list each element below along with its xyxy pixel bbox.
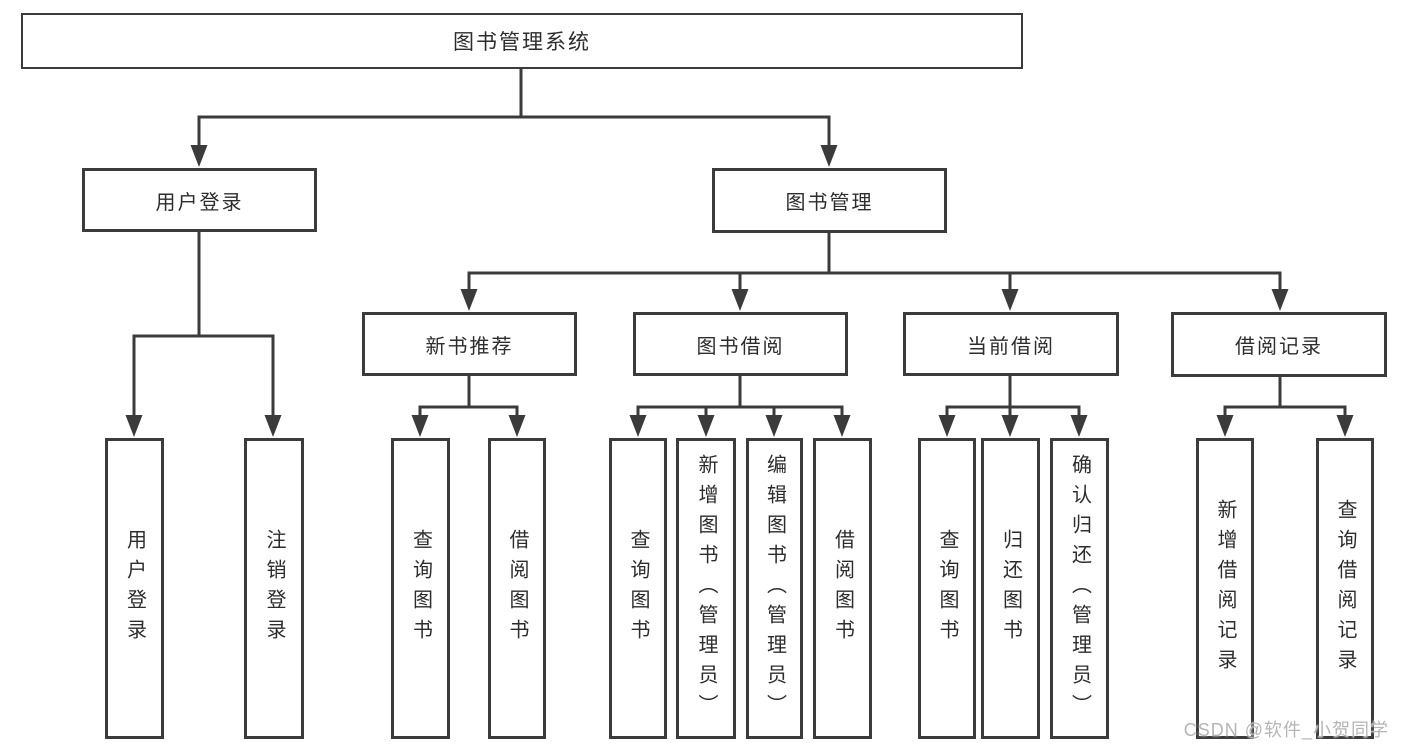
node-user-login: 用户登录 (82, 168, 317, 232)
node-borrow-records: 借阅记录 (1171, 312, 1387, 377)
leaf-query-book-current: 查询图书 (918, 438, 976, 739)
node-book-borrowing: 图书借阅 (633, 312, 848, 376)
leaf-edit-book-admin: 编辑图书（管理员） (746, 438, 803, 739)
leaf-confirm-return-admin: 确认归还（管理员） (1050, 438, 1109, 739)
leaf-borrow-book-recommend: 借阅图书 (488, 438, 546, 739)
leaf-return-book: 归还图书 (981, 438, 1040, 739)
leaf-query-book-recommend: 查询图书 (391, 438, 450, 739)
leaf-add-borrow-record: 新增借阅记录 (1196, 438, 1254, 739)
node-root: 图书管理系统 (21, 13, 1023, 69)
node-book-management: 图书管理 (712, 168, 947, 233)
node-new-book-recommend: 新书推荐 (362, 312, 577, 376)
leaf-user-login: 用户登录 (105, 438, 164, 739)
watermark: CSDN @软件_小贺同学 (1183, 720, 1389, 740)
arrow-icons (125, 145, 1354, 437)
node-current-borrowing: 当前借阅 (903, 312, 1119, 376)
leaf-logout-login: 注销登录 (244, 438, 304, 739)
leaf-query-book-borrowing: 查询图书 (609, 438, 667, 739)
leaf-add-book-admin: 新增图书（管理员） (676, 438, 736, 739)
leaf-borrow-book-borrowing: 借阅图书 (813, 438, 872, 739)
leaf-query-borrow-record: 查询借阅记录 (1316, 438, 1374, 739)
